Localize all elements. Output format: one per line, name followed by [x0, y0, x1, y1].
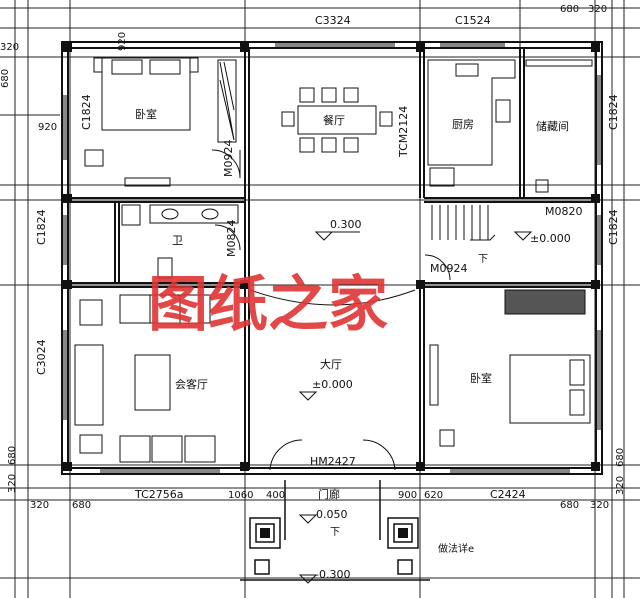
note-porch-down: 下	[330, 527, 340, 538]
bed-nw	[84, 57, 237, 187]
door-m0924-b: M0924	[430, 262, 468, 275]
level-m0300: -0.300	[315, 568, 350, 581]
door-m0824: M0824	[225, 220, 238, 258]
dim-c1524: C1524	[455, 14, 491, 27]
stairs	[431, 205, 496, 241]
windows	[63, 43, 601, 473]
living-sofas	[74, 294, 216, 463]
door-m0820: M0820	[545, 205, 583, 218]
storage-fixture	[525, 59, 593, 193]
bathroom-fixtures	[121, 204, 239, 279]
dim-tr-680: 680	[560, 4, 579, 15]
dim-bot-320: 320	[30, 500, 49, 511]
note-stair-down: 下	[478, 254, 488, 265]
room-kitchen: 厨房	[452, 118, 474, 131]
dim-620: 620	[424, 490, 443, 501]
room-bedroom-nw: 卧室	[135, 107, 157, 121]
dim-bot-680: 680	[72, 500, 91, 511]
level-stair: ±0.000	[530, 232, 571, 245]
dim-rb-320: 320	[615, 476, 626, 495]
door-hm2427: HM2427	[310, 455, 356, 468]
dining-table	[281, 87, 393, 153]
dim-1060: 1060	[228, 490, 253, 501]
dim-left-920: 920	[38, 122, 57, 133]
room-bedroom-se: 卧室	[470, 371, 492, 385]
level-markers	[298, 231, 533, 584]
door-m0924-a: M0924	[222, 140, 235, 178]
dim-right-c1824: C1824	[607, 94, 620, 130]
room-dining: 餐厅	[323, 113, 345, 127]
bed-se	[429, 289, 591, 447]
door-swings	[211, 149, 451, 471]
level-hall: ±0.000	[312, 378, 353, 391]
room-toilet: 卫	[172, 234, 183, 247]
dim-tl-680: 680	[0, 69, 11, 88]
porch-columns	[260, 528, 408, 538]
room-hall: 大厅	[320, 357, 342, 371]
dim-tr-320: 320	[588, 4, 607, 15]
note-detail-ref: 做法详e	[438, 542, 474, 555]
door-tcm2124: TCM2124	[397, 106, 410, 158]
dim-bl-320: 320	[7, 474, 18, 493]
dim-tl-320: 320	[0, 42, 19, 53]
kitchen-counter	[427, 59, 516, 187]
dim-top-920: 920	[117, 32, 128, 51]
dim-br-320: 320	[590, 500, 609, 511]
dim-left-c3024: C3024	[35, 339, 48, 375]
dim-left-c1824-b: C1824	[35, 209, 48, 245]
dim-c3324: C3324	[315, 14, 351, 27]
columns	[63, 43, 600, 471]
room-living: 会客厅	[175, 377, 208, 391]
walls	[61, 41, 603, 475]
dim-right-c1824-b: C1824	[607, 209, 620, 245]
porch	[240, 480, 430, 581]
dim-bl-680: 680	[7, 446, 18, 465]
room-storage: 储藏间	[536, 119, 569, 133]
level-0300: 0.300	[330, 218, 362, 231]
dim-rb-680: 680	[615, 448, 626, 467]
level-m0050: -0.050	[312, 508, 347, 521]
dim-tc2756: TC2756a	[134, 488, 184, 501]
dim-900: 900	[398, 490, 417, 501]
room-porch: 门廊	[318, 487, 340, 501]
dim-400: 400	[266, 490, 285, 501]
dim-br-680: 680	[560, 500, 579, 511]
dim-c2424: C2424	[490, 488, 526, 501]
watermark-text: 图纸之家	[148, 270, 388, 340]
dim-left-c1824: C1824	[80, 94, 93, 130]
